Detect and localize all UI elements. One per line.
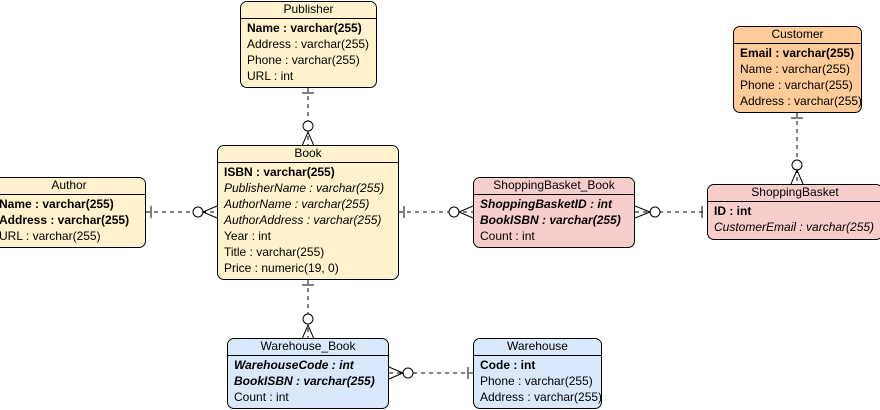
primary-key-attribute: ID : int: [714, 204, 752, 218]
shoppingbasket-shoppingbasketbook-connector: [634, 205, 707, 219]
primary-key-attribute: Address : varchar(255): [0, 213, 130, 227]
attribute: Year : int: [224, 229, 271, 243]
entity-title: ShoppingBasket: [708, 185, 880, 202]
attribute: Phone : varchar(255): [247, 53, 360, 67]
primary-key-attribute: Code : int: [480, 358, 536, 372]
foreign-key-attribute: CustomerEmail : varchar(255): [714, 220, 875, 234]
primary-key-attribute: ISBN : varchar(255): [224, 165, 335, 179]
attribute: Address : varchar(255): [480, 390, 602, 404]
attribute: Count : int: [480, 229, 535, 243]
attribute-list: ISBN : varchar(255) PublisherName : varch…: [218, 163, 398, 276]
attribute: Price : numeric(19, 0): [224, 261, 339, 275]
primary-key-attribute: Name : varchar(255): [247, 21, 362, 35]
attribute-list: Name : varchar(255) Address : varchar(255…: [241, 19, 376, 84]
primary-key-attribute: BookISBN : varchar(255): [234, 374, 375, 388]
attribute: URL : varchar(255): [0, 229, 101, 243]
foreign-key-attribute: AuthorAddress : varchar(255): [224, 213, 382, 227]
entity-title: Warehouse_Book: [228, 339, 388, 356]
publisher-book-connector: [301, 88, 315, 147]
foreign-key-attribute: PublisherName : varchar(255): [224, 181, 385, 195]
entity-title: ShoppingBasket_Book: [474, 178, 634, 195]
customer-shoppingbasket-connector: [790, 113, 804, 185]
entity-title: Customer: [734, 27, 861, 44]
book-shoppingbasketbook-connector: [399, 205, 474, 219]
entity-title: Author: [0, 178, 145, 195]
foreign-key-attribute: AuthorName : varchar(255): [224, 197, 370, 211]
book-warehousebook-connector: [301, 280, 315, 340]
entity-title: Book: [218, 146, 398, 163]
attribute-list: Email : varchar(255) Name : varchar(255) P…: [734, 44, 861, 109]
attribute: Address : varchar(255): [247, 37, 370, 51]
attribute-list: Name : varchar(255) Address : varchar(255…: [0, 195, 145, 244]
entity-title: Publisher: [241, 2, 376, 19]
attribute: Address : varchar(255): [740, 94, 862, 108]
attribute: URL : int: [247, 69, 294, 83]
attribute: Phone : varchar(255): [740, 78, 853, 92]
attribute: Title : varchar(255): [224, 245, 325, 259]
primary-key-attribute: WarehouseCode : int: [234, 358, 354, 372]
primary-key-attribute: BookISBN : varchar(255): [480, 213, 621, 227]
warehouse-warehousebook-connector: [388, 366, 473, 380]
primary-key-attribute: ShoppingBasketID : int: [480, 197, 612, 211]
attribute: Count : int: [234, 390, 289, 404]
attribute: Phone : varchar(255): [480, 374, 593, 388]
author-book-connector: [146, 205, 218, 219]
primary-key-attribute: Email : varchar(255): [740, 46, 855, 60]
primary-key-attribute: Name : varchar(255): [0, 197, 114, 211]
entity-title: Warehouse: [474, 339, 601, 356]
attribute: Name : varchar(255): [740, 62, 851, 76]
